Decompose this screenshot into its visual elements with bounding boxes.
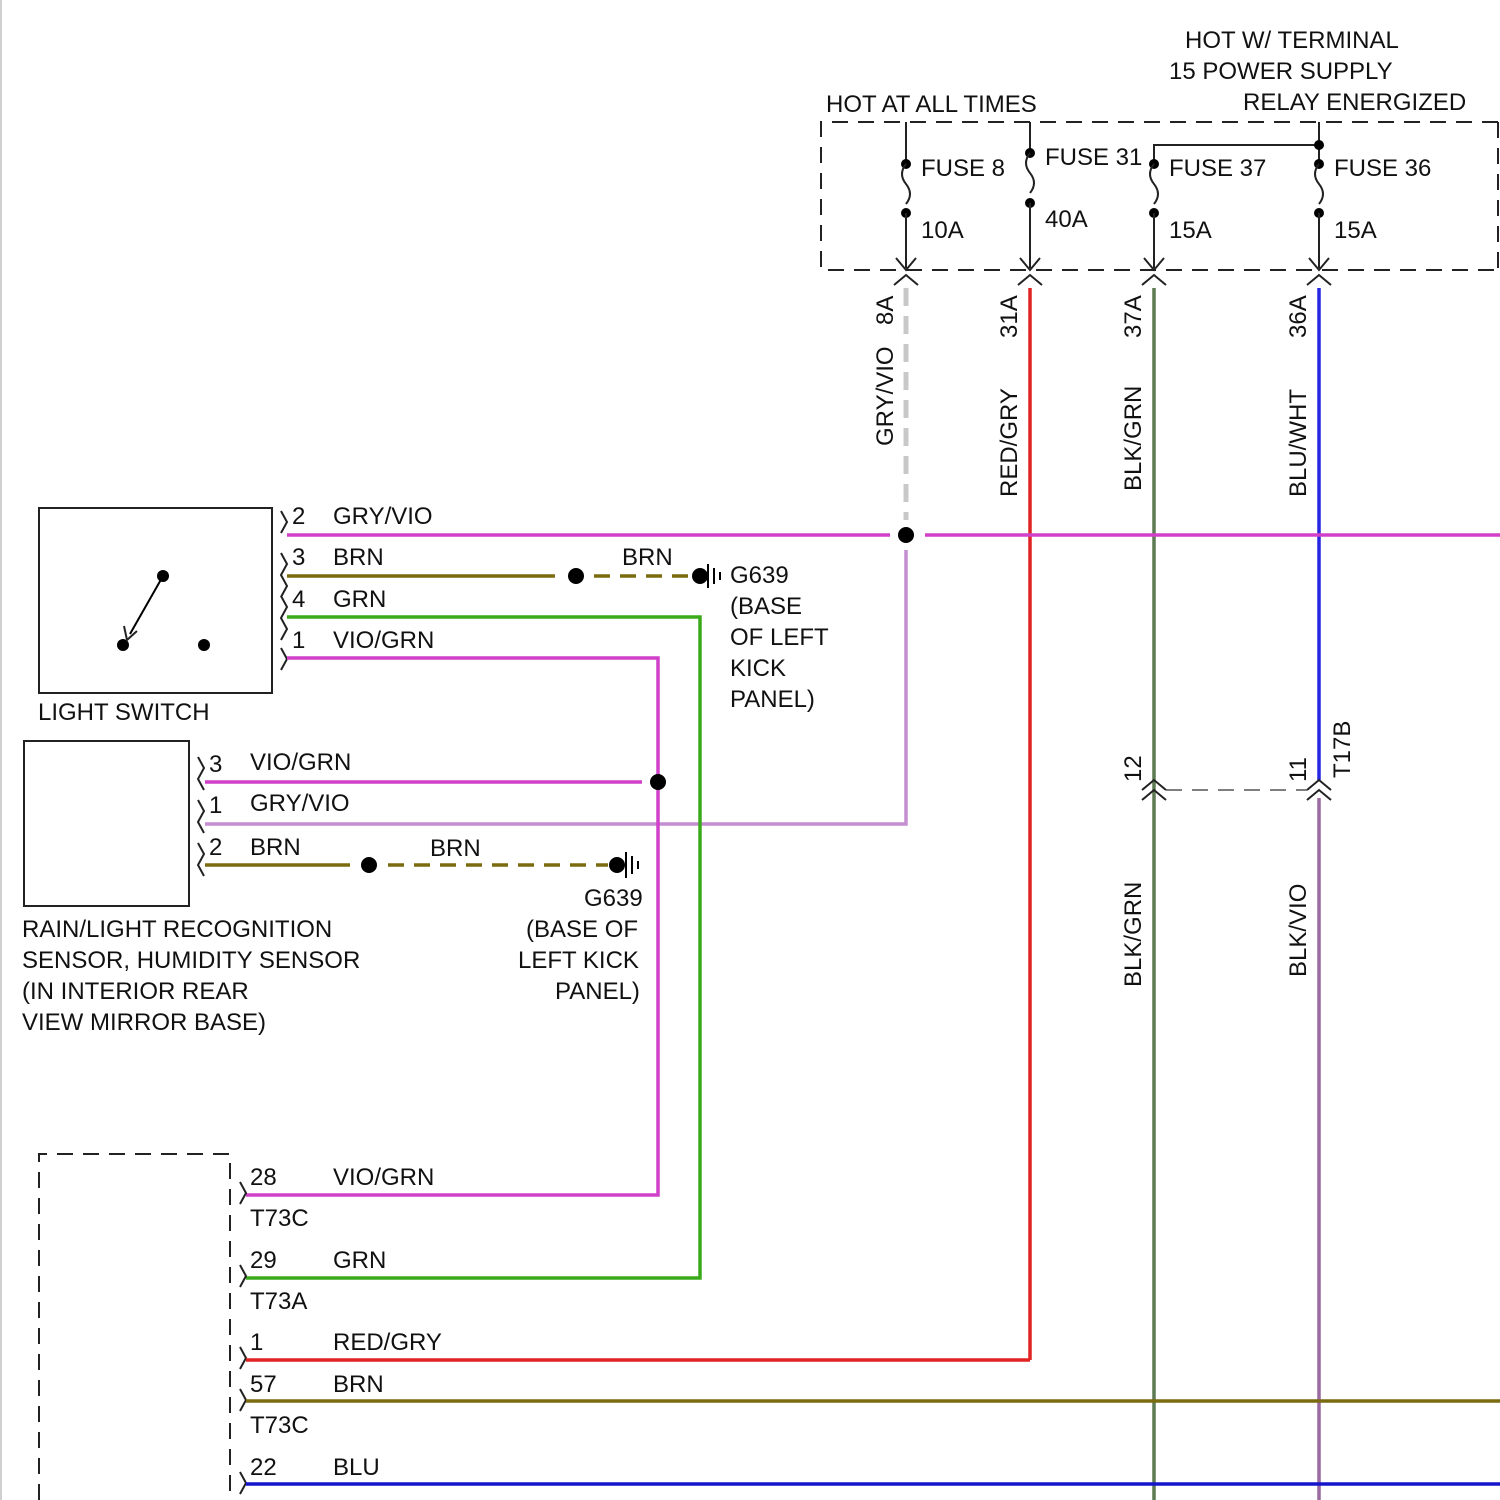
pin-31a-wire-label: RED/GRY: [996, 388, 1023, 497]
ground-upper-loc-2: OF LEFT: [730, 624, 829, 651]
module-pin-28-wire: VIO/GRN: [333, 1164, 434, 1191]
fuse-36: FUSE 36 15A: [1309, 122, 1431, 270]
fuse-37-rating: 15A: [1169, 217, 1212, 244]
light-switch-box: [39, 508, 272, 693]
pin-8a-wire-label: GRY/VIO: [872, 346, 899, 446]
ground-lower-wire-label: BRN: [430, 835, 481, 862]
hot-terminal15-label-line2: 15 POWER SUPPLY: [1169, 58, 1393, 85]
fuse-8-rating: 10A: [921, 217, 964, 244]
ground-upper-loc-4: PANEL): [730, 686, 815, 713]
ground-symbol-lower: [626, 852, 638, 878]
module-pin-29-conn: T73A: [250, 1288, 307, 1315]
fuse-8-name: FUSE 8: [921, 155, 1005, 182]
fuse-36-name: FUSE 36: [1334, 155, 1431, 182]
t17b-pin-11: 11: [1285, 757, 1312, 782]
ground-lower-loc-2: LEFT KICK: [518, 947, 639, 974]
sensor-pin-2-wire: BRN: [250, 834, 301, 861]
ground-upper-name: G639: [730, 562, 789, 589]
sensor-pin-2: 2: [209, 834, 222, 861]
splice-vio-grn: [650, 774, 666, 790]
sensor-pin-3-wire: VIO/GRN: [250, 749, 351, 776]
sensor-pin-1: 1: [209, 792, 222, 819]
pin-31a-label: 31A: [996, 295, 1023, 338]
pin-36a-wire-label: BLU/WHT: [1285, 389, 1312, 497]
fuse-31: FUSE 31 40A: [1020, 122, 1142, 270]
ls-pin-1-wire: VIO/GRN: [333, 627, 434, 654]
ls-pin-3: 3: [292, 544, 305, 571]
hot-terminal15-label-line1: HOT W/ TERMINAL: [1185, 27, 1399, 54]
module-pin-28-conn: T73C: [250, 1205, 309, 1232]
module-pin-57: 57: [250, 1371, 277, 1398]
t17b-connector: [1142, 780, 1331, 800]
light-switch: LIGHT SWITCH: [38, 508, 287, 726]
pin-37a-wire-label: BLK/GRN: [1120, 386, 1147, 491]
ground-lower-name: G639: [584, 885, 643, 912]
rain-light-sensor: [24, 741, 204, 906]
ground-upper-loc-1: (BASE: [730, 593, 802, 620]
module-pin-57-conn: T73C: [250, 1412, 309, 1439]
fuse-connector-chevrons: [894, 275, 1331, 285]
sensor-pin-1-wire: GRY/VIO: [250, 790, 350, 817]
light-switch-label: LIGHT SWITCH: [38, 699, 210, 726]
ls-pin-1: 1: [292, 627, 305, 654]
pin-36a-label: 36A: [1285, 295, 1312, 338]
sensor-label-1: RAIN/LIGHT RECOGNITION: [22, 916, 332, 943]
ls-pin-4-wire: GRN: [333, 586, 386, 613]
pin-8a-label: 8A: [872, 296, 899, 325]
module-pin-1-wire: RED/GRY: [333, 1329, 442, 1356]
fuse-36-rating: 15A: [1334, 217, 1377, 244]
control-module: [39, 1154, 246, 1500]
pin-37a-label: 37A: [1120, 295, 1147, 338]
ground-symbol-upper: [708, 564, 720, 588]
sensor-label-3: (IN INTERIOR REAR: [22, 978, 249, 1005]
module-pin-22-wire: BLU: [333, 1454, 380, 1481]
ls-pin-2: 2: [292, 503, 305, 530]
module-pin-28: 28: [250, 1164, 277, 1191]
ls-pin-3-wire: BRN: [333, 544, 384, 571]
module-pin-57-wire: BRN: [333, 1371, 384, 1398]
fuse-31-rating: 40A: [1045, 206, 1088, 233]
module-pin-1: 1: [250, 1329, 263, 1356]
t17b-name: T17B: [1329, 721, 1356, 778]
ground-upper-wire-label: BRN: [622, 544, 673, 571]
sensor-box: [24, 741, 189, 906]
sensor-label-2: SENSOR, HUMIDITY SENSOR: [22, 947, 360, 974]
t17b-11-wire: BLK/VIO: [1285, 884, 1312, 977]
t17b-pin-12: 12: [1120, 755, 1147, 782]
t17b-12-wire: BLK/GRN: [1120, 882, 1147, 987]
ground-lower-loc-1: (BASE OF: [526, 916, 638, 943]
module-pin-29: 29: [250, 1247, 277, 1274]
fuse-37-name: FUSE 37: [1169, 155, 1266, 182]
sensor-pin-3: 3: [209, 751, 222, 778]
splice-gry-vio: [898, 527, 914, 543]
ground-upper-loc-3: KICK: [730, 655, 786, 682]
module-pin-22: 22: [250, 1454, 277, 1481]
fuse-37: FUSE 37 15A: [1144, 145, 1319, 270]
ground-lower-loc-3: PANEL): [555, 978, 640, 1005]
ls-pin-2-wire: GRY/VIO: [333, 503, 433, 530]
hot-terminal15-label-line3: RELAY ENERGIZED: [1243, 89, 1466, 116]
sensor-label-4: VIEW MIRROR BASE): [22, 1009, 266, 1036]
hot-at-all-times-label: HOT AT ALL TIMES: [826, 91, 1037, 118]
ls-pin-4: 4: [292, 586, 305, 613]
module-border: [39, 1154, 230, 1500]
fuse-31-name: FUSE 31: [1045, 144, 1142, 171]
module-pin-29-wire: GRN: [333, 1247, 386, 1274]
fuse-8: FUSE 8 10A: [896, 122, 1005, 270]
